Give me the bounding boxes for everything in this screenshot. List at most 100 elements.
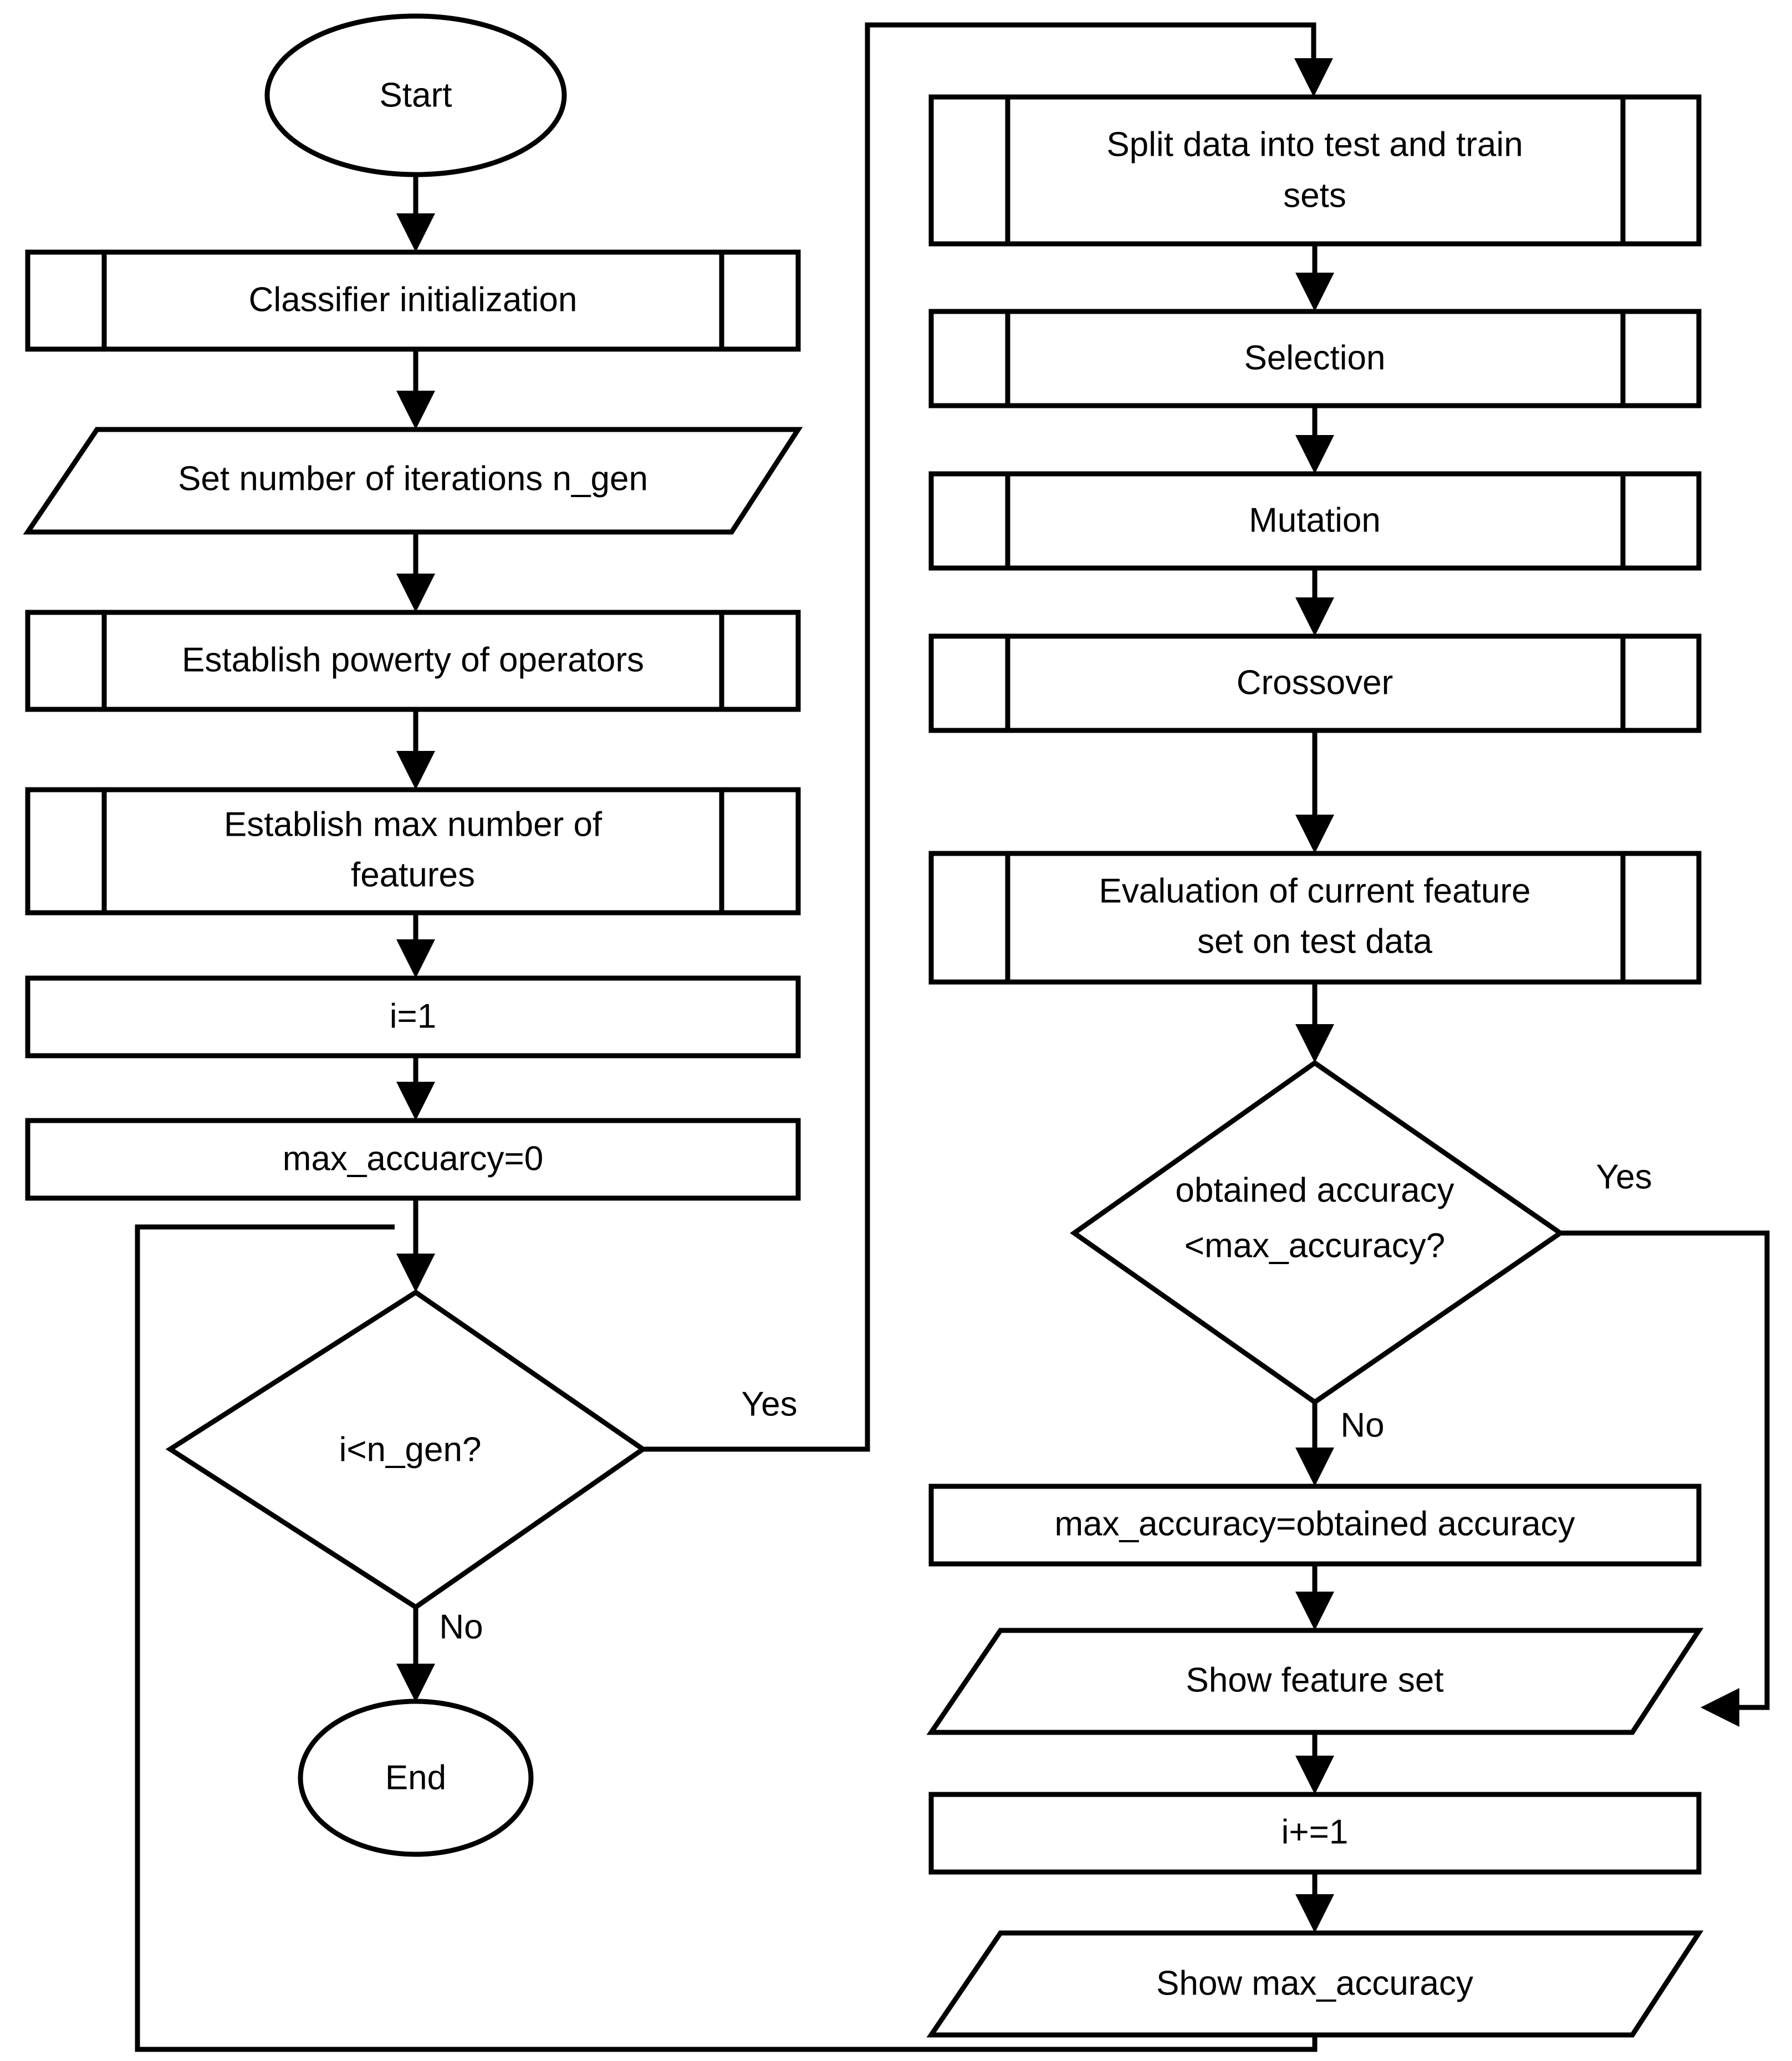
classifier-init-label: Classifier initialization	[249, 280, 578, 319]
node-set-iterations[interactable]: Set number of iterations n_gen	[23, 427, 803, 535]
arrow-head-icon	[1295, 435, 1334, 474]
arrow-head-icon	[1295, 1756, 1334, 1794]
increment-i-label: i+=1	[1282, 1813, 1349, 1851]
arrow-head-icon	[396, 751, 435, 790]
establish-powerty-box-shape	[25, 610, 801, 712]
arrow-head-icon	[1295, 1448, 1334, 1486]
edge-update-max-accuracy-to-show-feature-set	[1295, 1564, 1334, 1630]
establish-max-features-label-line2: features	[351, 856, 475, 894]
establish-max-features-box-shape	[25, 787, 801, 916]
loop-decision-yes-label: Yes	[741, 1385, 797, 1423]
node-mutation[interactable]: Mutation	[928, 471, 1702, 571]
edge-mutation-to-crossover	[1295, 568, 1334, 636]
max-accuarcy-init-box-shape	[25, 1118, 801, 1201]
end-ellipse-shape	[298, 1699, 534, 1857]
edge-i-init-to-max-accuarcy-init	[396, 1056, 435, 1121]
node-loop-decision[interactable]: i<n_gen?	[165, 1289, 647, 1610]
arrow-head-icon	[1295, 1592, 1334, 1630]
i-init-label: i=1	[390, 997, 436, 1035]
arrow-head-icon	[1295, 597, 1334, 636]
mutation-box-shape	[928, 471, 1702, 571]
arrow-head-icon	[396, 213, 435, 252]
node-max-accuarcy-init[interactable]: max_accuarcy=0	[25, 1118, 801, 1201]
node-establish-powerty[interactable]: Establish powerty of operators	[25, 610, 801, 712]
accuracy-decision-yes-label: Yes	[1596, 1158, 1652, 1196]
node-classifier-init[interactable]: Classifier initialization	[25, 249, 801, 352]
arrow-head-icon	[1701, 1688, 1739, 1727]
edge-accuracy-decision-no: No	[1295, 1402, 1385, 1486]
edge-classifier-init-to-set-iterations	[396, 349, 435, 429]
establish-powerty-label: Establish powerty of operators	[182, 641, 644, 679]
classifier-init-box-shape	[25, 249, 801, 352]
edge-accuracy-decision-yes: Yes	[1560, 1158, 1770, 1727]
edge-split-data-to-selection	[1295, 244, 1334, 311]
arrow-head-icon	[396, 1082, 435, 1121]
node-evaluation[interactable]: Evaluation of current feature set on tes…	[928, 851, 1702, 985]
show-max-accuracy-label: Show max_accuracy	[1156, 1964, 1473, 2002]
accuracy-decision-no-label: No	[1340, 1406, 1384, 1444]
edge-set-iterations-to-establish-powerty	[396, 532, 435, 612]
split-data-box-shape	[928, 94, 1702, 247]
edge-selection-to-mutation	[1295, 406, 1334, 474]
arrow-head-icon	[1294, 58, 1333, 97]
accuracy-decision-label-line2: <max_accuracy?	[1185, 1226, 1445, 1265]
edge-crossover-to-evaluation	[1295, 730, 1334, 853]
arrow-head-icon	[396, 391, 435, 429]
edge-loop-decision-yes: Yes	[643, 22, 1333, 1452]
arrow-head-icon	[396, 1664, 435, 1702]
crossover-label: Crossover	[1237, 663, 1393, 702]
arrow-head-icon	[1295, 273, 1334, 311]
node-end[interactable]: End	[298, 1699, 534, 1857]
edge-establish-powerty-to-max-features	[396, 709, 435, 790]
node-i-init[interactable]: i=1	[25, 975, 801, 1058]
crossover-box-shape	[928, 633, 1702, 733]
edge-loop-decision-no: No	[396, 1607, 483, 1702]
edge-evaluation-to-accuracy-decision	[1295, 982, 1334, 1063]
set-iterations-label: Set number of iterations n_gen	[178, 459, 648, 498]
edge-start-to-classifier-init	[396, 175, 435, 252]
i-init-box-shape	[25, 975, 801, 1058]
show-feature-set-parallelogram-shape	[926, 1628, 1704, 1735]
node-update-max-accuracy[interactable]: max_accuracy=obtained accuracy	[928, 1484, 1702, 1567]
node-split-data[interactable]: Split data into test and train sets	[928, 94, 1702, 247]
evaluation-label-line2: set on test data	[1197, 922, 1432, 960]
update-max-accuracy-box-shape	[928, 1484, 1702, 1567]
loop-decision-label: i<n_gen?	[339, 1430, 482, 1469]
increment-i-box-shape	[928, 1792, 1702, 1875]
arrow-head-icon	[1295, 815, 1334, 853]
node-establish-max-features[interactable]: Establish max number of features	[25, 787, 801, 916]
edge-max-features-to-i-init	[396, 913, 435, 978]
node-crossover[interactable]: Crossover	[928, 633, 1702, 733]
edge-increment-i-to-show-max-accuracy	[1295, 1872, 1334, 1933]
update-max-accuracy-label: max_accuracy=obtained accuracy	[1054, 1505, 1575, 1543]
loop-decision-no-label: No	[439, 1608, 483, 1646]
arrow-head-icon	[1295, 1024, 1334, 1063]
selection-label: Selection	[1244, 339, 1385, 377]
accuracy-decision-label-line1: obtained accuracy	[1175, 1171, 1454, 1209]
establish-max-features-label-line1: Establish max number of	[224, 805, 603, 843]
node-show-feature-set[interactable]: Show feature set	[926, 1628, 1704, 1735]
split-data-label-line1: Split data into test and train	[1106, 125, 1523, 163]
start-label: Start	[380, 76, 452, 114]
node-show-max-accuracy[interactable]: Show max_accuracy	[926, 1930, 1704, 2038]
evaluation-label-line1: Evaluation of current feature	[1099, 872, 1531, 910]
max-accuarcy-init-label: max_accuarcy=0	[283, 1139, 543, 1178]
arrow-head-icon	[1295, 1894, 1334, 1933]
arrow-head-icon	[396, 939, 435, 978]
show-max-accuracy-parallelogram-shape	[926, 1930, 1704, 2038]
mutation-label: Mutation	[1249, 501, 1381, 539]
split-data-label-line2: sets	[1283, 176, 1346, 214]
edge-max-accuarcy-init-to-loop-decision	[396, 1198, 435, 1292]
selection-box-shape	[928, 309, 1702, 408]
arrow-head-icon	[396, 574, 435, 612]
edge-show-feature-set-to-increment-i	[1295, 1732, 1334, 1794]
node-selection[interactable]: Selection	[928, 309, 1702, 408]
arrow-head-icon	[396, 1254, 435, 1292]
node-start[interactable]: Start	[264, 13, 567, 177]
end-label: End	[385, 1758, 446, 1797]
node-increment-i[interactable]: i+=1	[928, 1792, 1702, 1875]
node-accuracy-decision[interactable]: obtained accuracy <max_accuracy?	[1070, 1060, 1565, 1405]
show-feature-set-label: Show feature set	[1186, 1661, 1443, 1699]
